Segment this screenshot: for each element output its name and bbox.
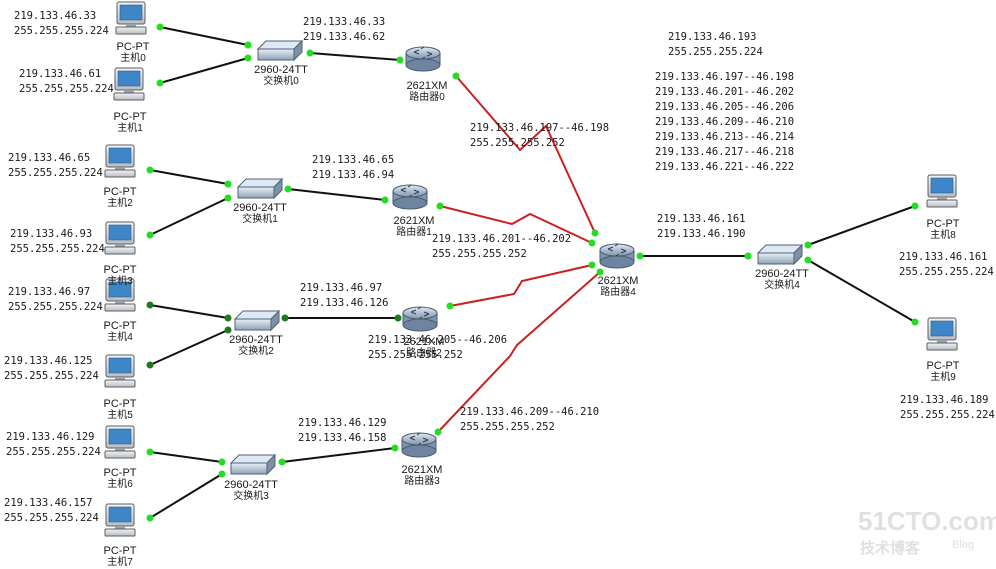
watermark-site: 51CTO.com [858,506,996,536]
cable-sw0-r0 [309,52,401,61]
subnet1-range: 219.133.46.65 219.133.46.94 [312,154,395,181]
pc9-address: 219.133.46.189 255.255.255.224 [900,394,995,421]
pc2-address: 219.133.46.65 255.255.255.224 [8,152,103,179]
cable-pc0-sw0 [159,26,249,46]
serial0-label: 219.133.46.197--46.198 255.255.255.252 [470,122,610,149]
router-icon[interactable] [405,46,441,72]
serial2-label: 219.133.46.205--46.206 255.255.255.252 [368,334,508,361]
pc-icon[interactable] [104,503,136,537]
cable-pc1-sw0 [159,57,249,84]
subnet0-range: 219.133.46.33 219.133.46.62 [303,16,386,43]
router-icon[interactable] [402,306,438,332]
serial1-label: 219.133.46.201--46.202 255.255.255.252 [432,233,572,260]
pc1-address: 219.133.46.61 255.255.255.224 [19,68,114,95]
cable-pc5-sw2 [149,329,229,366]
switch-icon[interactable] [230,454,276,475]
summary-block: 219.133.46.193 255.255.255.224 [668,31,763,58]
cable-sw3-r3 [281,447,396,463]
router-icon[interactable] [401,432,437,458]
pc8-address: 219.133.46.161 255.255.255.224 [899,251,994,278]
pc3-address: 219.133.46.93 255.255.255.224 [10,228,105,255]
watermark-51cto: 51CTO.com 技术博客 Blog [858,506,996,557]
pc-icon[interactable] [104,144,136,178]
cable-pc3-sw1 [149,197,229,236]
router-icon[interactable] [599,243,635,269]
switch-icon[interactable] [257,40,303,61]
subnet2-range: 219.133.46.97 219.133.46.126 [300,282,389,309]
cable-sw4-pc9 [807,259,916,323]
pc-icon[interactable] [115,1,147,35]
pc6-address: 219.133.46.129 255.255.255.224 [6,431,101,458]
summary-pairs: 219.133.46.197--46.198 219.133.46.201--4… [655,71,795,173]
serial3-label: 219.133.46.209--46.210 255.255.255.252 [460,406,600,433]
pc-icon[interactable] [926,317,958,351]
switch-icon[interactable] [757,244,803,265]
subnet3-range: 219.133.46.129 219.133.46.158 [298,417,387,444]
serial-r0-r4 [455,75,596,234]
watermark-blog: Blog [952,539,974,551]
cable-pc6-sw3 [149,451,223,463]
pc-icon[interactable] [113,67,145,101]
pc-icon[interactable] [104,354,136,388]
serial-r3-r4 [437,271,601,433]
pc0-address: 219.133.46.33 255.255.255.224 [14,10,109,37]
pc-icon[interactable] [104,221,136,255]
pc7-address: 219.133.46.157 255.255.255.224 [4,497,99,524]
subnet4-range: 219.133.46.161 219.133.46.190 [657,213,746,240]
switch-icon[interactable] [237,178,283,199]
switch-icon[interactable] [234,310,280,331]
pc5-address: 219.133.46.125 255.255.255.224 [4,355,99,382]
pc-icon[interactable] [104,425,136,459]
port-status-dots [146,23,919,522]
cable-sw4-pc8 [807,205,916,246]
pc4-address: 219.133.46.97 255.255.255.224 [8,286,103,313]
cable-pc7-sw3 [149,473,223,519]
watermark-sub: 技术博客 [860,539,921,557]
router-icon[interactable] [392,184,428,210]
cable-pc4-sw2 [149,304,229,319]
serial-r2-r4 [449,264,593,307]
pc-icon[interactable] [926,174,958,208]
cable-pc2-sw1 [149,169,229,185]
cable-sw1-r1 [287,188,386,201]
serial-r1-r4 [439,205,593,244]
